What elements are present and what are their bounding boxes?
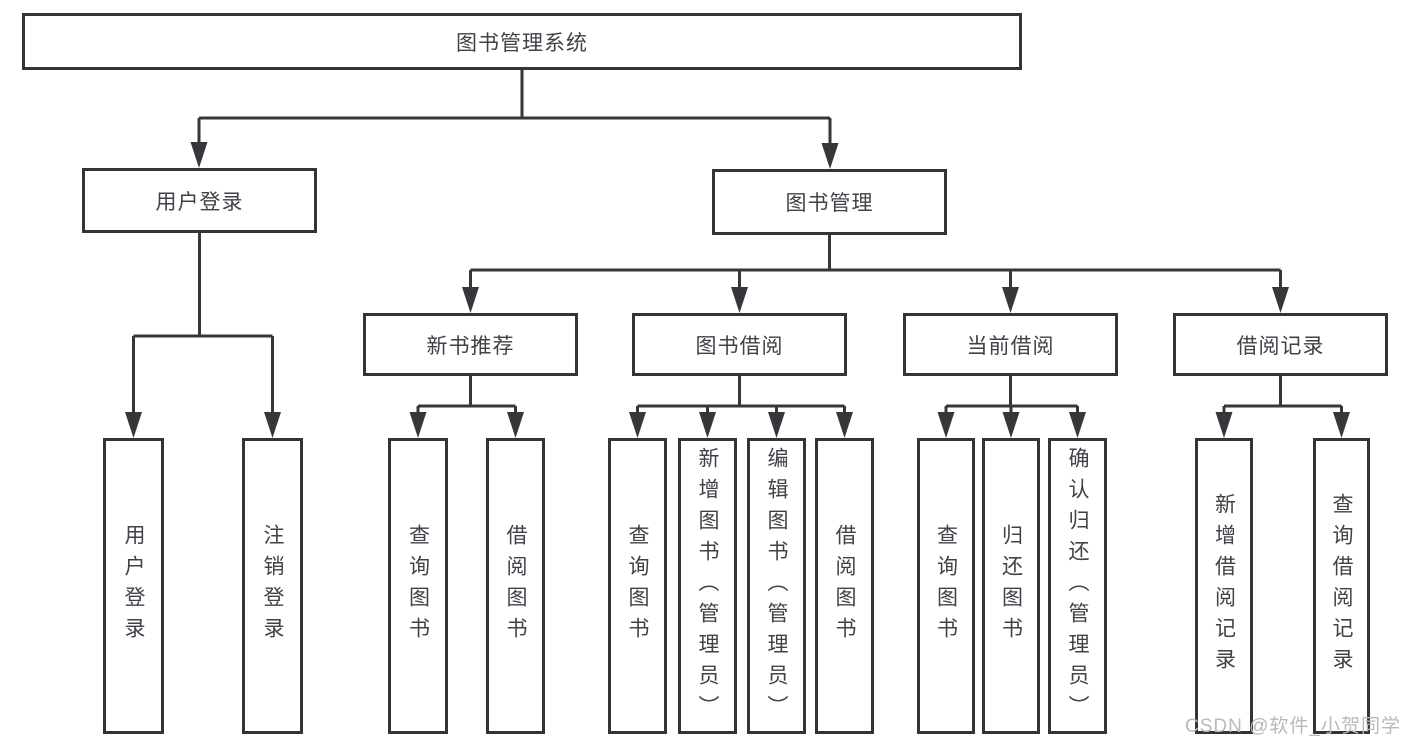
leaf-borrow-books: 借阅图书 <box>815 438 874 734</box>
leaf-label: 编辑图书（管理员） <box>765 446 788 726</box>
leaf-label: 新增借阅记录 <box>1212 493 1236 679</box>
leaf-label: 查询图书 <box>626 524 649 648</box>
node-book-borrowing: 图书借阅 <box>632 313 847 376</box>
leaf-query-books-current: 查询图书 <box>917 438 975 734</box>
leaf-return-books: 归还图书 <box>982 438 1040 734</box>
connector-borrow-records-children <box>1215 375 1350 438</box>
leaf-label: 注销登录 <box>261 524 284 648</box>
node-book-management: 图书管理 <box>712 169 947 235</box>
node-user-login: 用户登录 <box>82 168 317 233</box>
node-new-book-recommend: 新书推荐 <box>363 313 578 376</box>
leaf-query-borrow-record: 查询借阅记录 <box>1313 438 1370 734</box>
leaf-query-books-recommend: 查询图书 <box>388 438 448 734</box>
watermark: CSDN @软件_小贺同学 <box>1185 716 1401 737</box>
leaf-label: 查询借阅记录 <box>1330 493 1353 679</box>
leaf-label: 查询图书 <box>934 524 958 648</box>
leaf-label: 借阅图书 <box>833 524 856 648</box>
leaf-query-books-borrow: 查询图书 <box>608 438 667 734</box>
leaf-label: 归还图书 <box>999 524 1023 648</box>
leaf-add-books-admin: 新增图书（管理员） <box>678 438 737 734</box>
connector-new-book-children <box>409 375 524 438</box>
leaf-label: 确认归还（管理员） <box>1066 446 1089 726</box>
node-current-borrowing: 当前借阅 <box>903 313 1118 376</box>
leaf-logout: 注销登录 <box>242 438 303 734</box>
leaf-edit-books-admin: 编辑图书（管理员） <box>747 438 806 734</box>
leaf-add-borrow-record: 新增借阅记录 <box>1195 438 1253 734</box>
leaf-label: 借阅图书 <box>504 524 527 648</box>
leaf-label: 查询图书 <box>406 524 430 648</box>
leaf-label: 用户登录 <box>122 524 145 648</box>
connector-book-mgmt-to-level3 <box>462 235 1289 313</box>
connector-book-borrow-children <box>629 375 853 438</box>
connector-root-to-level2 <box>190 70 839 169</box>
connector-current-borrow-children <box>937 375 1086 438</box>
leaf-confirm-return-admin: 确认归还（管理员） <box>1048 438 1107 734</box>
connector-user-login-children <box>125 233 281 438</box>
leaf-label: 新增图书（管理员） <box>696 446 719 726</box>
node-book-management-system: 图书管理系统 <box>22 13 1022 70</box>
leaf-borrow-books-recommend: 借阅图书 <box>486 438 545 734</box>
node-borrowing-records: 借阅记录 <box>1173 313 1388 376</box>
leaf-user-login: 用户登录 <box>103 438 164 734</box>
